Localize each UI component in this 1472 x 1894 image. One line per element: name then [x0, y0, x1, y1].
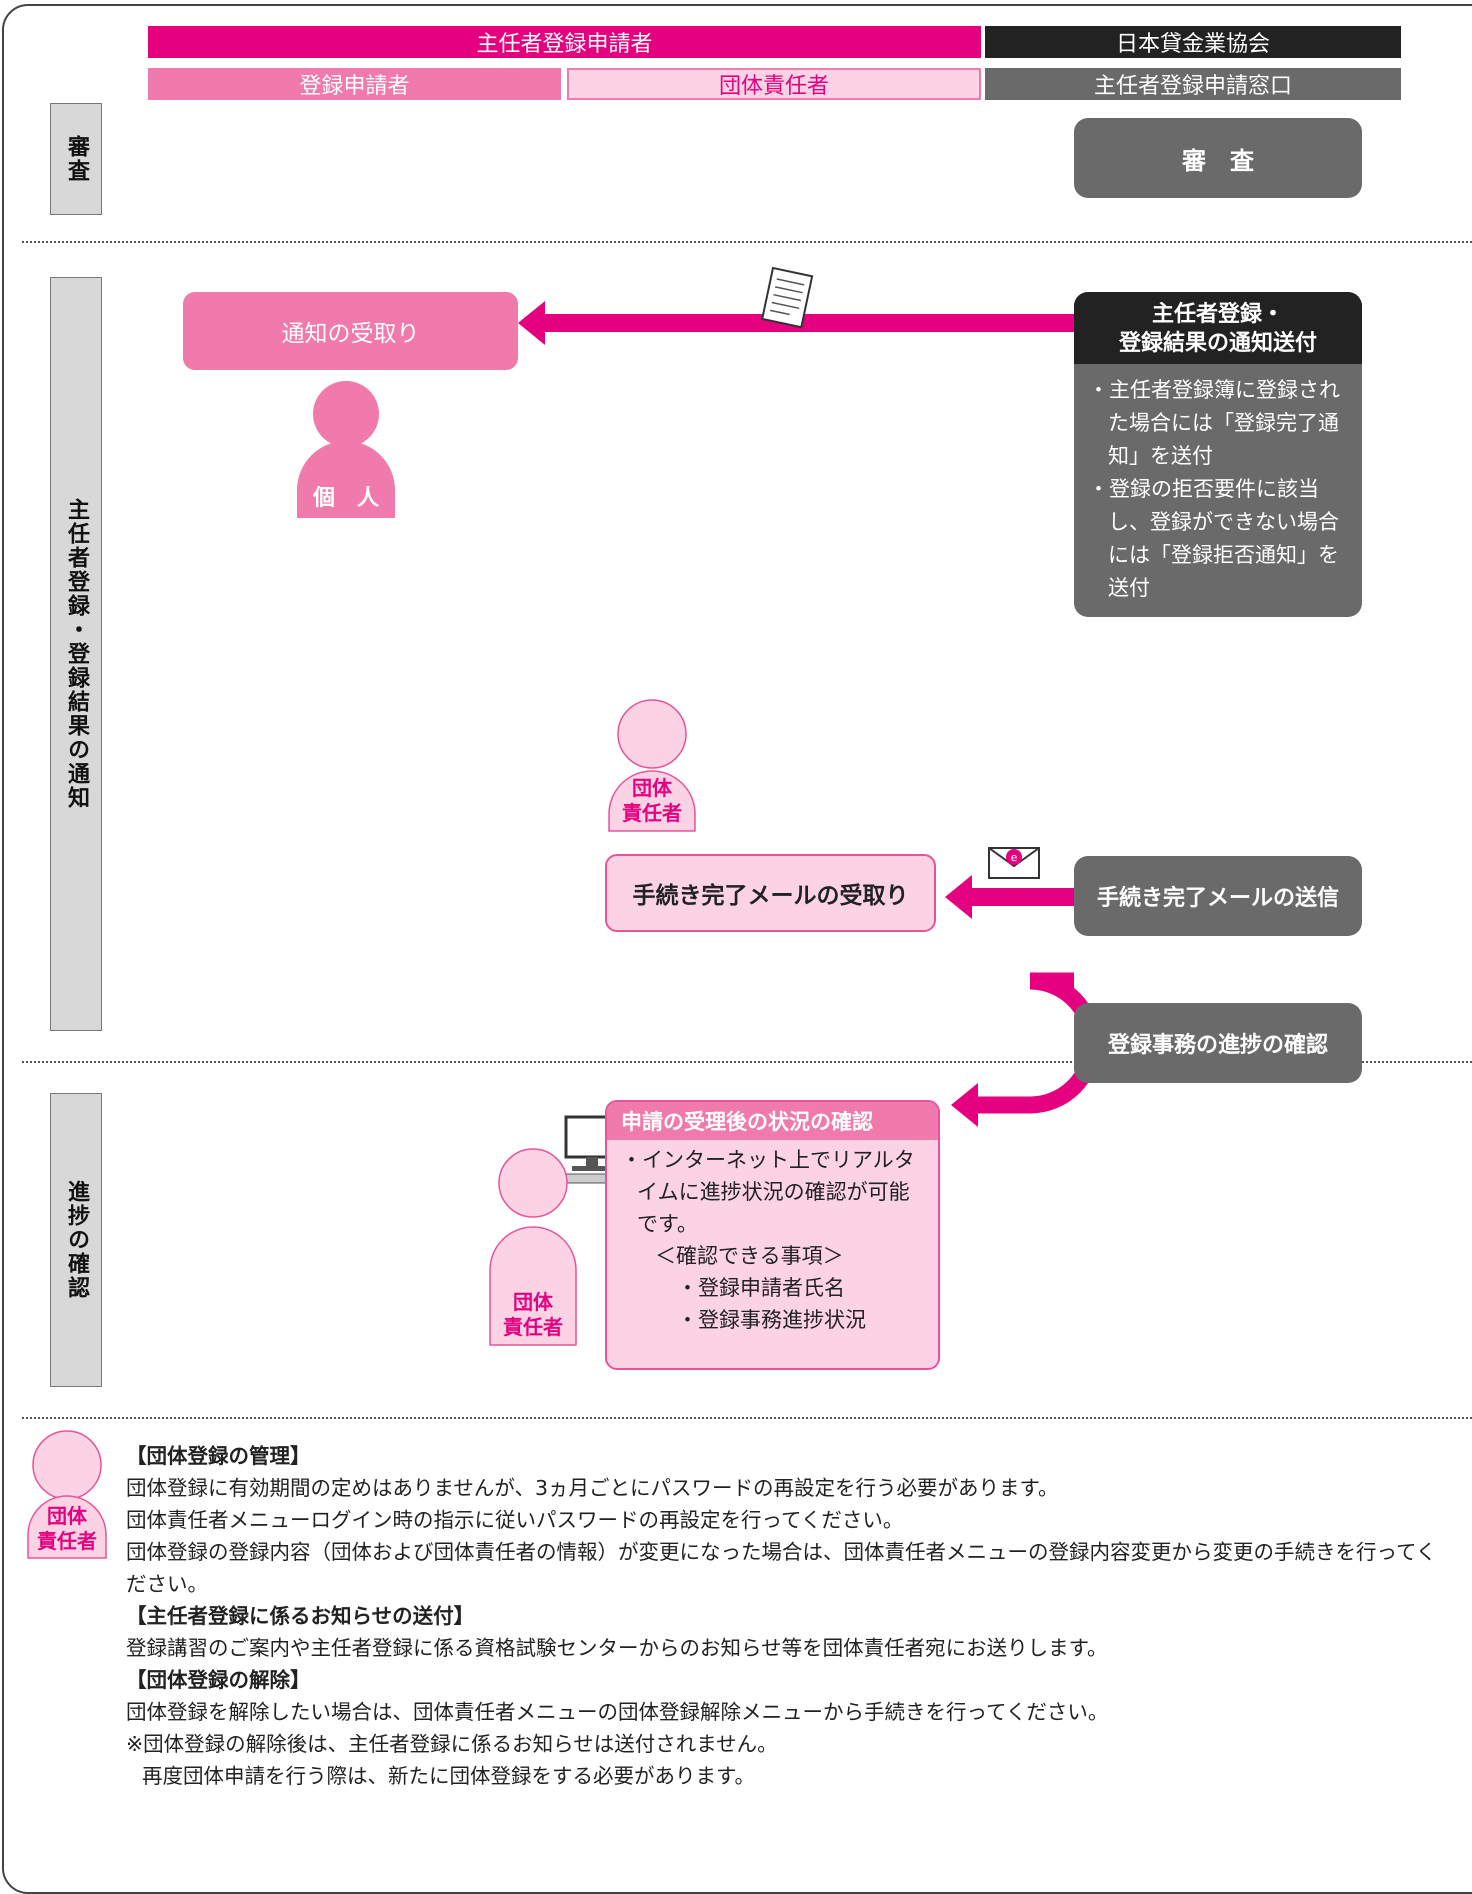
mail-arrow — [945, 875, 1075, 919]
notes-section: 【団体登録の管理】 団体登録に有効期間の定めはありませんが、3ヵ月ごとにパスワー… — [126, 1440, 1456, 1792]
header-applicant-group: 主任者登録申請者 — [148, 26, 981, 58]
progress-box: 登録事務の進捗の確認 — [1074, 1003, 1362, 1083]
note-text: 団体登録に有効期間の定めはありませんが、3ヵ月ごとにパスワードの再設定を行う必要… — [126, 1476, 1059, 1500]
section-label-notify: 主任者登録・登録結果の通知 — [50, 277, 102, 1031]
note-heading: 【団体登録の解除】 — [126, 1668, 311, 1692]
notice-arrow — [518, 301, 1075, 345]
group-manager-label: 団体責任者 — [622, 776, 682, 825]
svg-text:e: e — [1011, 851, 1018, 864]
person-icon — [489, 1148, 577, 1346]
note-text: 団体登録の登録内容（団体および団体責任者の情報）が変更になった場合は、団体責任者… — [126, 1540, 1437, 1596]
note-text: ※団体登録の解除後は、主任者登録に係るお知らせは送付されません。 — [126, 1732, 778, 1756]
progress-uturn-arrow — [951, 972, 1101, 1127]
header-col-registrant: 登録申請者 — [148, 68, 561, 100]
section-label-review: 審査 — [50, 103, 102, 215]
person-icon — [297, 381, 395, 518]
separator — [22, 241, 1472, 243]
send-mail-box: 手続き完了メールの送信 — [1074, 856, 1362, 936]
note-text: 団体登録を解除したい場合は、団体責任者メニューの団体登録解除メニューから手続きを… — [126, 1700, 1109, 1724]
separator — [22, 1061, 1472, 1063]
person-icon — [27, 1430, 107, 1559]
receive-mail-box: 手続き完了メールの受取り — [605, 854, 936, 932]
mail-icon: e — [988, 847, 1040, 879]
status-check-body: ・インターネット上でリアルタイムに進捗状況の確認が可能です。 ＜確認できる事項＞… — [621, 1148, 915, 1332]
note-text: 登録講習のご案内や主任者登録に係る資格試験センターからのお知らせ等を団体責任者宛… — [126, 1636, 1108, 1660]
status-check-box: 申請の受理後の状況の確認 ・インターネット上でリアルタイムに進捗状況の確認が可能… — [605, 1100, 940, 1370]
person-individual-label: 個 人 — [312, 486, 379, 511]
header-col-group-manager: 団体責任者 — [567, 68, 981, 100]
person-icon — [608, 699, 696, 832]
send-notice-title: 主任者登録・ 登録結果の通知送付 — [1074, 292, 1362, 364]
header-association: 日本貸金業協会 — [985, 26, 1401, 58]
header-col-window: 主任者登録申請窓口 — [985, 68, 1401, 100]
section-label-progress: 進捗の確認 — [50, 1093, 102, 1387]
note-heading: 【主任者登録に係るお知らせの送付】 — [126, 1604, 475, 1628]
status-check-title: 申請の受理後の状況の確認 — [607, 1102, 938, 1140]
note-text: 再度団体申請を行う際は、新たに団体登録をする必要があります。 — [142, 1764, 755, 1788]
receive-notice-box: 通知の受取り — [183, 292, 518, 370]
send-notice-bullets: ・主任者登録簿に登録された場合には「登録完了通知」を送付 ・登録の拒否要件に該当… — [1088, 378, 1340, 600]
document-icon — [761, 266, 814, 329]
group-manager-label: 団体責任者 — [37, 1504, 97, 1553]
note-heading: 【団体登録の管理】 — [126, 1444, 311, 1468]
note-text: 団体責任者メニューログイン時の指示に従いパスワードの再設定を行ってください。 — [126, 1508, 904, 1532]
send-notice-box: 主任者登録・ 登録結果の通知送付 ・主任者登録簿に登録された場合には「登録完了通… — [1074, 292, 1362, 617]
group-manager-label: 団体責任者 — [503, 1290, 563, 1339]
review-box: 審 査 — [1074, 118, 1362, 198]
separator — [22, 1417, 1472, 1419]
